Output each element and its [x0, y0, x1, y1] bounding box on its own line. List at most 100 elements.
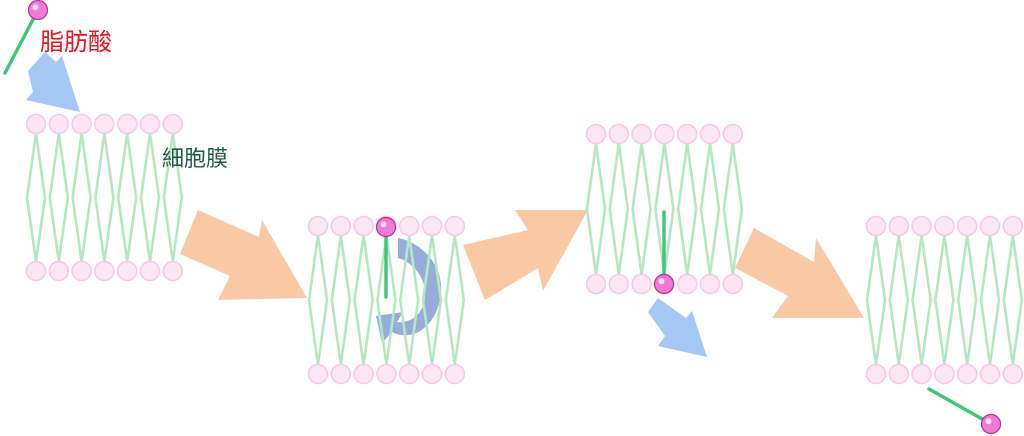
- lipid-tail: [911, 235, 932, 365]
- lipid-tail: [722, 143, 744, 275]
- lipid-tail: [116, 133, 138, 262]
- lipid-tail: [444, 235, 466, 365]
- arrow-step-1: [180, 210, 307, 300]
- lipid-head: [888, 363, 910, 385]
- lipid-tail: [376, 235, 397, 365]
- fatty-acid-head: [653, 273, 675, 295]
- cell-membrane-3: [585, 123, 744, 295]
- lipid-tail: [71, 133, 92, 262]
- fatty-acid-highlight: [985, 418, 992, 425]
- lipid-head: [699, 273, 721, 295]
- lipid-tail: [353, 235, 374, 365]
- lipid-head: [1002, 215, 1024, 237]
- lipid-tail: [139, 133, 161, 262]
- lipid-head: [956, 215, 978, 237]
- lipid-head: [94, 113, 115, 135]
- lipid-head: [1002, 363, 1024, 385]
- lipid-tail: [865, 235, 887, 365]
- cell-membrane-4: [865, 215, 1024, 385]
- cell-membrane-label: 細胞膜: [162, 147, 229, 172]
- lipid-head: [139, 260, 161, 282]
- lipid-head: [25, 113, 47, 135]
- lipid-head: [353, 363, 374, 385]
- lipid-head: [25, 260, 47, 282]
- arrow-release: [648, 298, 707, 357]
- lipid-head: [911, 363, 932, 385]
- fatty-acids: [3, 0, 1002, 435]
- lipid-head: [934, 363, 955, 385]
- cell-membrane-2: [307, 215, 466, 385]
- lipid-head: [307, 363, 329, 385]
- fatty-acid-label: 脂肪酸: [40, 28, 112, 56]
- lipid-head: [699, 123, 721, 145]
- lipid-head: [162, 260, 184, 282]
- lipid-head: [71, 113, 92, 135]
- lipid-head: [444, 215, 466, 237]
- lipid-head: [307, 215, 329, 237]
- lipid-head: [330, 215, 352, 237]
- lipid-head: [979, 215, 1001, 237]
- transition-arrows: [26, 52, 864, 357]
- lipid-head: [654, 123, 675, 145]
- lipid-head: [94, 260, 115, 282]
- lipid-head: [116, 113, 138, 135]
- lipid-tail: [162, 133, 184, 262]
- lipid-head: [48, 113, 70, 135]
- membranes: [25, 113, 1024, 385]
- lipid-head: [398, 363, 420, 385]
- fatty-acid-highlight: [380, 221, 387, 228]
- lipid-head: [631, 123, 652, 145]
- fatty-acid-tail: [3, 8, 40, 75]
- lipid-head: [585, 273, 607, 295]
- lipid-tail: [585, 143, 607, 275]
- lipid-head: [722, 123, 744, 145]
- lipid-tail: [956, 235, 978, 365]
- lipid-head: [421, 215, 443, 237]
- lipid-head: [421, 363, 443, 385]
- lipid-tail: [94, 133, 115, 262]
- lipid-tail: [1002, 235, 1024, 365]
- lipid-head: [330, 363, 352, 385]
- lipid-tail: [934, 235, 955, 365]
- lipid-head: [116, 260, 138, 282]
- lipid-head: [608, 123, 630, 145]
- lipid-head: [48, 260, 70, 282]
- lipid-head: [888, 215, 910, 237]
- lipid-head: [585, 123, 607, 145]
- lipid-head: [676, 273, 698, 295]
- cell-membrane-1: [25, 113, 184, 282]
- arrow-step-3: [735, 228, 864, 318]
- fatty-acid-3: [653, 210, 675, 295]
- fatty-acid-head: [980, 413, 1002, 435]
- lipid-head: [934, 215, 955, 237]
- lipid-tail: [48, 133, 70, 262]
- lipid-head: [865, 363, 887, 385]
- lipid-tail: [654, 143, 675, 275]
- lipid-head: [956, 363, 978, 385]
- lipid-tail: [307, 235, 329, 365]
- lipid-head: [676, 123, 698, 145]
- lipid-tail: [398, 235, 420, 365]
- lipid-tail: [421, 235, 443, 365]
- lipid-tail: [608, 143, 630, 275]
- lipid-tail: [979, 235, 1001, 365]
- lipid-head: [865, 215, 887, 237]
- lipid-tail: [330, 235, 352, 365]
- fatty-acid-highlight: [32, 4, 39, 11]
- lipid-head: [353, 215, 374, 237]
- lipid-head: [911, 215, 932, 237]
- arrow-step-2: [463, 210, 588, 300]
- fatty-acid-head: [375, 216, 397, 238]
- lipid-head: [139, 113, 161, 135]
- lipid-tail: [25, 133, 47, 262]
- lipid-head: [722, 273, 744, 295]
- fatty-acid-highlight: [658, 278, 665, 285]
- lipid-head: [631, 273, 652, 295]
- lipid-tail: [631, 143, 652, 275]
- lipid-tail: [699, 143, 721, 275]
- lipid-head: [71, 260, 92, 282]
- lipid-head: [376, 363, 397, 385]
- fatty-acid-tail: [927, 387, 993, 426]
- lipid-head: [608, 273, 630, 295]
